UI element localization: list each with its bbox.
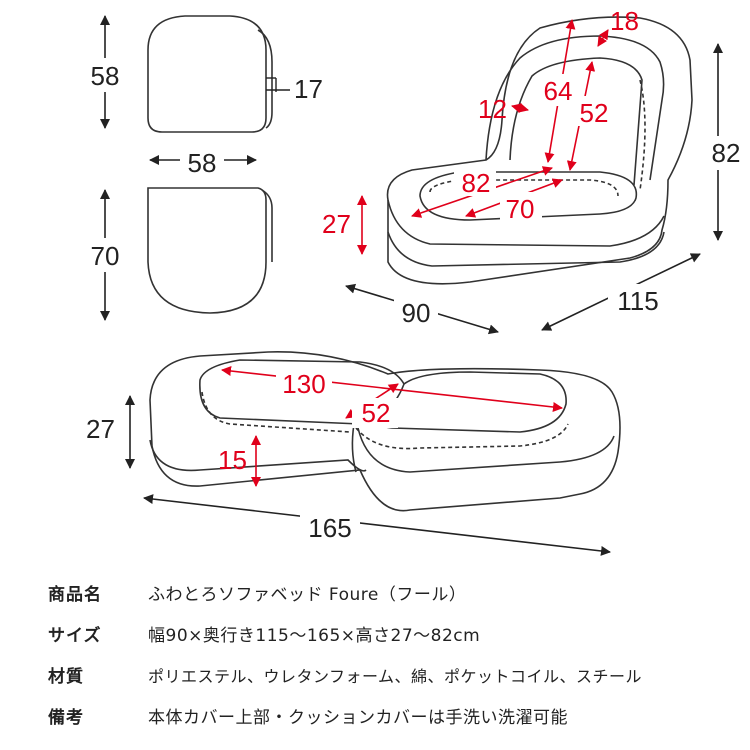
bed-cushion-width-label: 52 <box>362 398 391 428</box>
spec-row-notes: 備考 本体カバー上部・クッションカバーは手洗い洗濯可能 <box>48 695 738 736</box>
spec-row-material: 材質 ポリエステル、ウレタンフォーム、綿、ポケットコイル、スチール <box>48 654 738 695</box>
frame-thickness-arrow <box>511 102 529 114</box>
spec-value: ふわとろソファベッド Foure（フール） <box>148 585 467 605</box>
seat-width-label: 82 <box>462 168 491 198</box>
headrest-height-label: 58 <box>91 61 120 91</box>
seat-height-label: 27 <box>322 209 351 239</box>
spec-value: 本体カバー上部・クッションカバーは手洗い洗濯可能 <box>148 708 568 728</box>
back-inner-height-label: 64 <box>544 76 573 106</box>
headrest-cushion-drawing <box>147 15 273 133</box>
spec-table: 商品名 ふわとろソファベッド Foure（フール） サイズ 幅90×奥行き115… <box>48 572 738 736</box>
bed-height-label: 27 <box>86 414 115 444</box>
seat-cushion-depth-label: 70 <box>91 241 120 271</box>
headrest-width-label: 58 <box>188 148 217 178</box>
armrest-width-arrow <box>597 29 609 47</box>
bed-cushion-length-label: 130 <box>282 369 325 399</box>
spec-value: ポリエステル、ウレタンフォーム、綿、ポケットコイル、スチール <box>148 666 643 686</box>
spec-row-product-name: 商品名 ふわとろソファベッド Foure（フール） <box>48 572 738 613</box>
back-width-label: 52 <box>580 98 609 128</box>
headrest-thickness-label: 17 <box>294 74 323 104</box>
spec-row-size: サイズ 幅90×奥行き115〜165×高さ27〜82cm <box>48 613 738 654</box>
spec-value: 幅90×奥行き115〜165×高さ27〜82cm <box>148 626 481 646</box>
total-height-label: 82 <box>712 138 741 168</box>
chair-mode-drawing <box>386 16 693 285</box>
bed-section-height-label: 15 <box>218 445 247 475</box>
spec-label: サイズ <box>48 626 102 646</box>
seat-cushion-drawing <box>147 187 273 314</box>
width-label: 90 <box>402 298 431 328</box>
bed-mode-drawing <box>149 351 621 512</box>
seat-depth-label: 70 <box>506 194 535 224</box>
spec-label: 備考 <box>48 708 84 728</box>
depth-label: 115 <box>617 286 658 316</box>
bed-length-arrow <box>143 494 611 556</box>
frame-thickness-label: 12 <box>478 94 507 124</box>
bed-length-label: 165 <box>308 513 351 543</box>
spec-label: 材質 <box>48 667 84 687</box>
armrest-width-label: 18 <box>610 6 639 36</box>
spec-label: 商品名 <box>48 585 102 605</box>
